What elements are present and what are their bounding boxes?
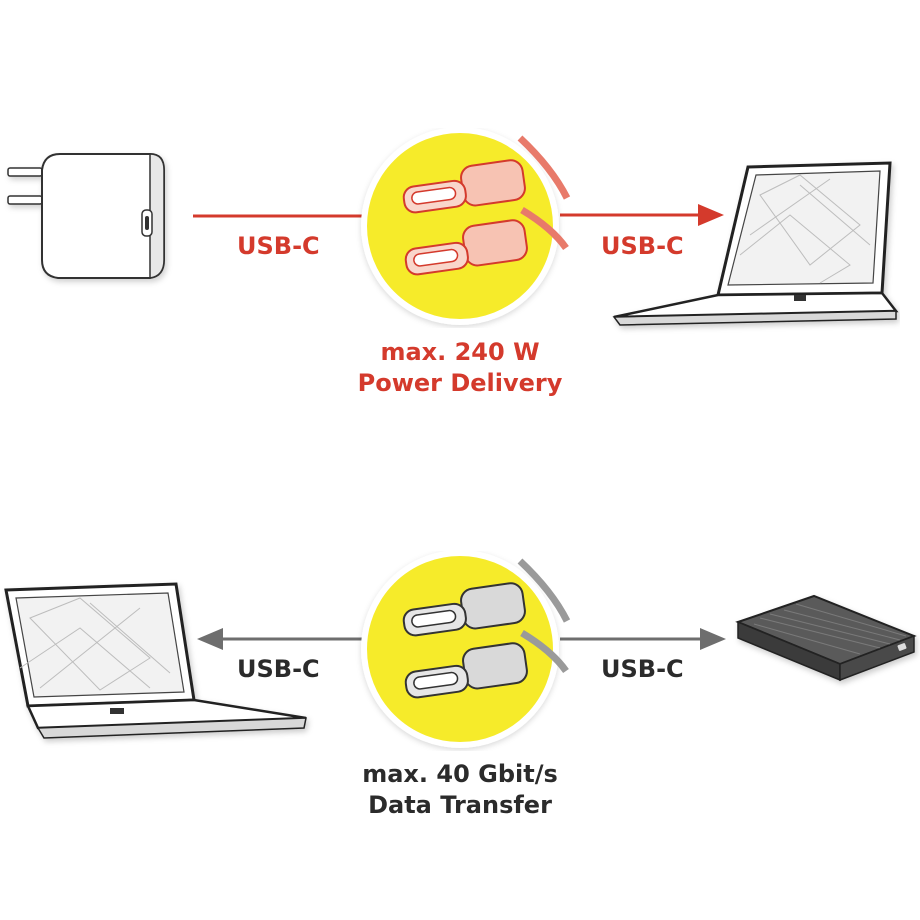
power-right-port-label: USB-C bbox=[601, 232, 684, 260]
power-arrow-right bbox=[560, 200, 730, 230]
external-drive-icon bbox=[730, 584, 920, 694]
data-arrow-left bbox=[195, 624, 365, 654]
wall-charger-icon bbox=[0, 140, 180, 300]
usb-c-connector-icon bbox=[402, 558, 571, 637]
power-delivery-caption: max. 240 W Power Delivery bbox=[340, 337, 580, 399]
data-arrow-right bbox=[560, 624, 730, 654]
power-caption-line1: max. 240 W bbox=[380, 338, 540, 366]
data-cable-circle bbox=[352, 551, 572, 751]
usb-c-connector-icon bbox=[404, 206, 569, 276]
power-cable-line-left bbox=[193, 213, 363, 219]
data-right-port-label: USB-C bbox=[601, 655, 684, 683]
power-cable-circle bbox=[352, 128, 572, 328]
data-left-port-label: USB-C bbox=[237, 655, 320, 683]
usb-c-connector-icon bbox=[404, 629, 569, 699]
data-caption-line1: max. 40 Gbit/s bbox=[362, 760, 558, 788]
power-caption-line2: Power Delivery bbox=[357, 369, 563, 397]
usb-c-connector-icon bbox=[402, 135, 571, 214]
laptop-icon bbox=[600, 155, 900, 335]
data-transfer-caption: max. 40 Gbit/s Data Transfer bbox=[340, 759, 580, 821]
power-left-port-label: USB-C bbox=[237, 232, 320, 260]
data-caption-line2: Data Transfer bbox=[368, 791, 552, 819]
laptop-icon bbox=[0, 578, 320, 748]
